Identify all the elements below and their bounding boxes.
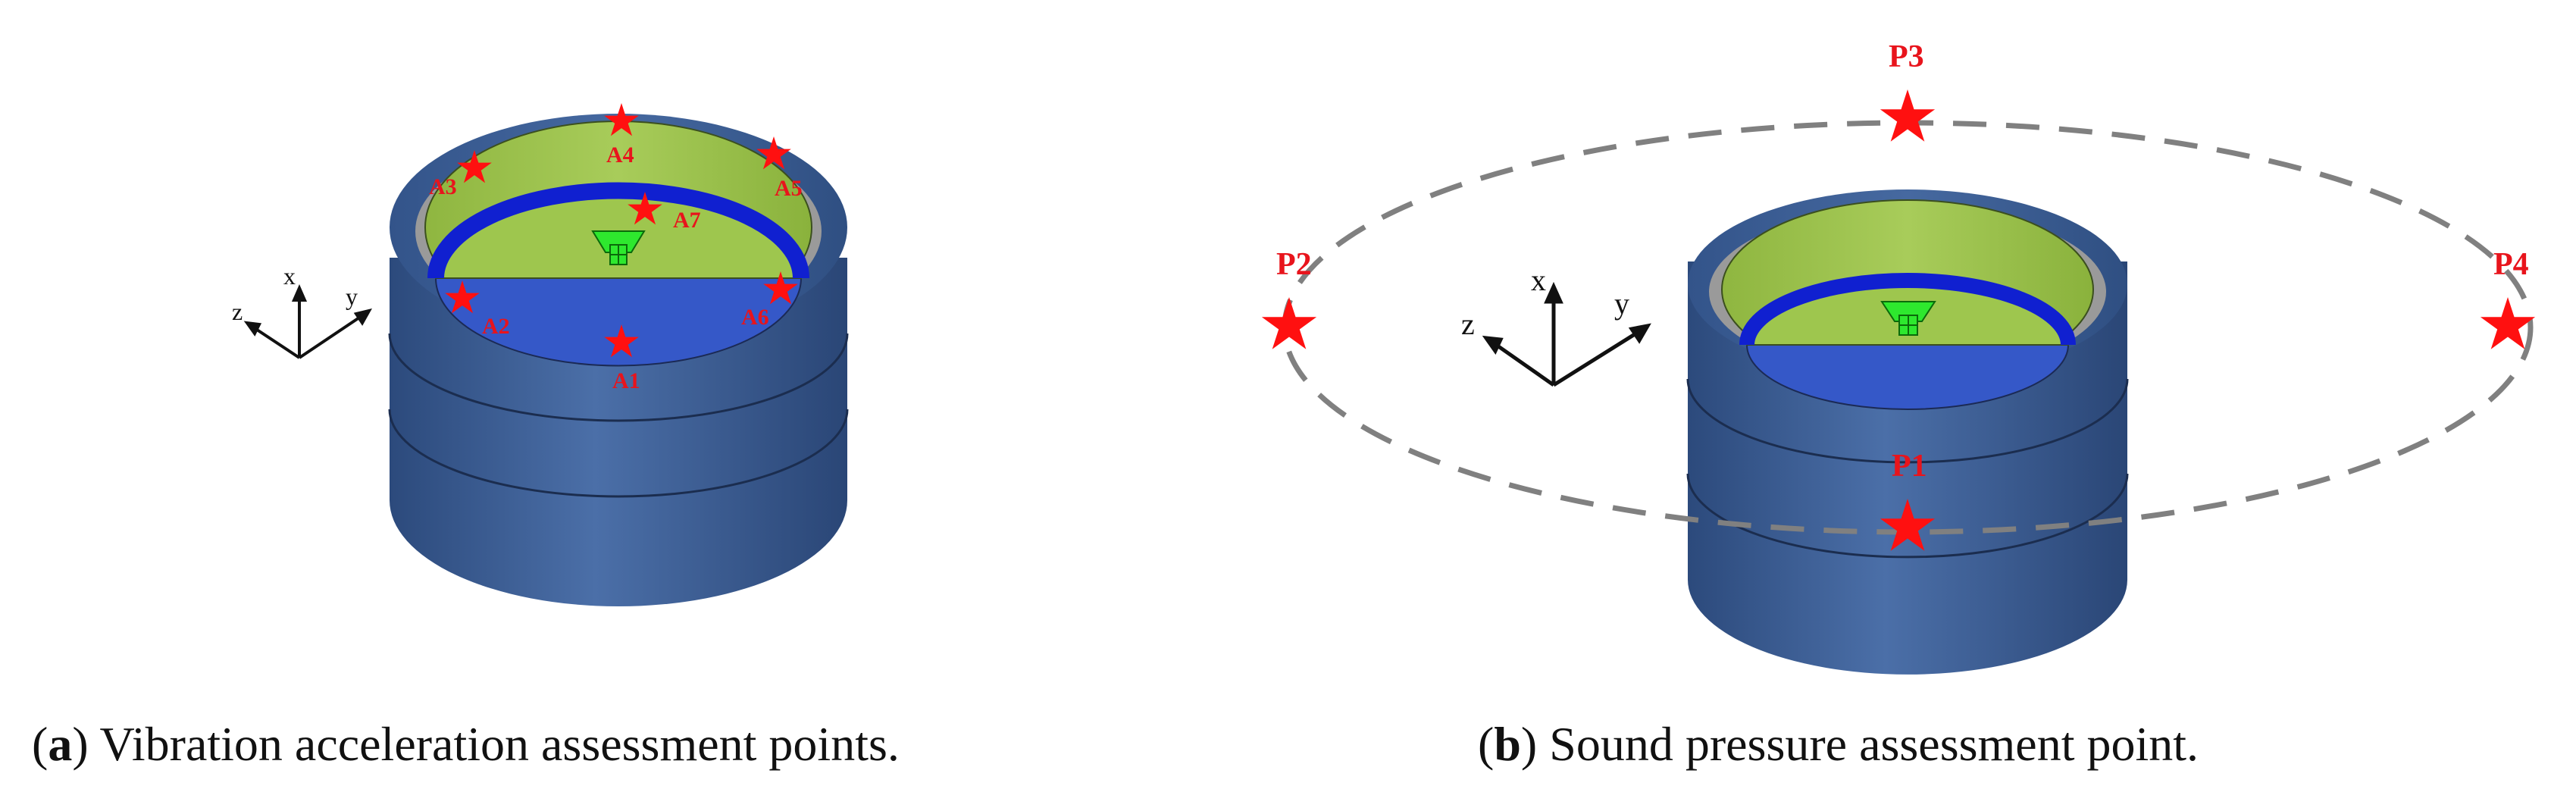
label-a1: A1 [612, 368, 640, 393]
caption-a: (a) Vibration acceleration assessment po… [32, 717, 900, 771]
axis-triad-b [1482, 281, 1651, 387]
cylinder-model-b [1686, 189, 2129, 675]
caption-b: (b) Sound pressure assessment point. [1478, 717, 2199, 771]
caption-a-letter: a [48, 717, 73, 771]
axis-y-label-a: y [346, 283, 358, 310]
label-p3: P3 [1889, 39, 1924, 74]
star-p3 [1880, 89, 1936, 142]
label-a4: A4 [606, 142, 634, 168]
axis-z-label-b: z [1461, 307, 1475, 341]
axis-z-label-a: z [232, 298, 243, 325]
label-a6: A6 [741, 305, 769, 330]
label-a5: A5 [775, 176, 803, 201]
panel-b: P1 P2 P3 P4 x y z [1261, 39, 2536, 675]
star-p2 [1261, 297, 1317, 349]
axis-triad-a [243, 284, 372, 359]
axis-y-label-b: y [1614, 287, 1629, 321]
label-a7: A7 [673, 208, 701, 233]
caption-b-letter: b [1494, 717, 1521, 771]
label-p1: P1 [1892, 449, 1927, 484]
label-p2: P2 [1276, 247, 1312, 282]
label-p4: P4 [2493, 247, 2529, 282]
caption-b-text: Sound pressure assessment point. [1537, 717, 2199, 771]
label-a2: A2 [482, 314, 510, 339]
axis-x-label-a: x [283, 262, 296, 290]
panel-a: A1 A2 A3 A4 A5 A6 A7 x y z [232, 103, 849, 606]
axis-x-label-b: x [1531, 263, 1546, 297]
label-a3: A3 [429, 174, 457, 199]
cylinder-model-a [388, 114, 849, 606]
caption-a-text: Vibration acceleration assessment points… [88, 717, 900, 771]
